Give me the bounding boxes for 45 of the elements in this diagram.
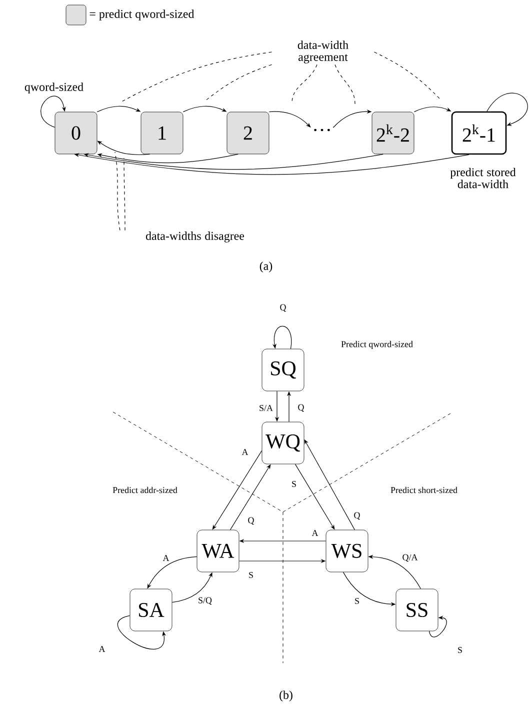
state-box: 1 [140,112,184,154]
leader-line [204,64,272,102]
edge-label: Q [296,403,306,413]
edge-label: Q [278,303,288,313]
edge-label: A [98,645,106,653]
panel-caption: (a) [260,262,272,272]
leader-line [120,52,272,102]
edge-label: A [310,529,320,537]
edge-label: A [162,554,170,562]
edge-label: qword-sized [23,82,85,94]
region-label: Predict qword-sized [341,340,413,350]
region-label: Predict short-sized [390,486,458,494]
state-box: 2 [226,112,270,154]
edge-label: Q [246,516,256,526]
leader-line [334,64,356,104]
leader-line [374,52,442,100]
legend-text: = predict qword-sized [90,10,194,20]
edge-label: Q [352,511,362,521]
edge-label: S [456,646,464,654]
state-box: SS [396,588,438,632]
panel-caption: (b) [280,690,292,702]
arrow [40,96,66,128]
region-label: Predict addr-sized [112,486,178,494]
state-box: WA [196,530,240,572]
edge-label: S [290,480,298,488]
state-box: SQ [262,348,304,392]
edge-label: A [240,448,250,456]
leader-line [114,152,120,231]
annotation-text: data-widths disagree [146,232,244,242]
state-box: WS [326,530,368,572]
edge-label: Q/A [401,553,419,563]
state-box: 2$^{k}$-1 [451,111,507,155]
leader-line [292,64,318,104]
edge-label: S/A [258,404,274,412]
annotation-text: predict stored data-width [450,168,516,188]
leader-line [124,158,126,231]
edge-label: S/Q [197,596,213,606]
edge-label: S [248,570,254,579]
edge-label: S [354,596,360,605]
annotation-text: data-width agreement [298,40,348,64]
state-box: 2$^{k}$-2 [372,112,414,154]
arrow [486,92,528,126]
state-box: SA [130,588,172,632]
state-box: 0 [54,112,98,154]
ellipsis-text: … [314,128,330,132]
